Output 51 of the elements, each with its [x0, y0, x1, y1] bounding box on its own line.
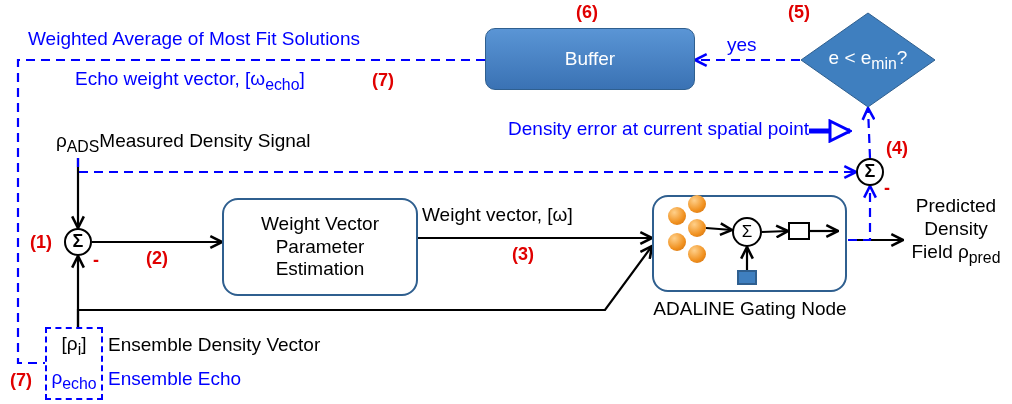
- neuron-circle: [668, 207, 686, 225]
- neuron-circle: [688, 195, 706, 213]
- arrow: [92, 234, 224, 250]
- arrow: [693, 52, 800, 68]
- step-number: (5): [788, 2, 810, 23]
- vector-caption: Ensemble Echo: [108, 368, 242, 390]
- annotation-text: Echo weight vector, [ω$_{echo}$]: [75, 68, 305, 94]
- process-box: [222, 198, 418, 296]
- node-label: [ρ$_{i}$]: [61, 332, 87, 360]
- step-number: (6): [576, 2, 598, 23]
- node-label: ρ$_{echo}$: [51, 367, 97, 395]
- arrow: [705, 222, 734, 237]
- arrow: [76, 158, 858, 180]
- neuron-circle: [688, 219, 706, 237]
- arrow: [761, 224, 790, 239]
- vector-box: [45, 327, 103, 400]
- summing-junction: [64, 228, 92, 256]
- sigma-symbol: Σ: [741, 221, 753, 243]
- step-number: (4): [886, 138, 908, 159]
- step-number: (7): [10, 370, 32, 391]
- arrow: [848, 184, 878, 242]
- input-signal-label: ρ$_{ADS}$Measured Density Signal: [56, 130, 386, 157]
- node-label: Weight Vector Parameter Estimation: [260, 212, 380, 282]
- summing-junction: [856, 158, 884, 186]
- minus-sign: -: [884, 178, 890, 199]
- arrow: [76, 244, 654, 327]
- block-arrow: [809, 119, 852, 143]
- output-label: Predicted Density Field ρ$_{pred}$: [903, 195, 1009, 268]
- node-label: e < e$_{min}$?: [828, 46, 908, 74]
- node-caption: ADALINE Gating Node: [652, 298, 848, 320]
- neuron-circle: [668, 233, 686, 251]
- edge-label: (2): [146, 248, 168, 269]
- bias-block: [737, 270, 757, 285]
- arrow: [810, 223, 840, 239]
- arrow: [861, 106, 876, 159]
- neuron-circle: [688, 245, 706, 263]
- arrow: [418, 230, 654, 246]
- annotation-text: Density error at current spatial point: [405, 118, 809, 141]
- step-number: (1): [30, 232, 52, 253]
- activation-block: [788, 222, 810, 240]
- step-number: (7): [372, 70, 394, 91]
- summing-junction: [732, 217, 762, 247]
- minus-sign: -: [93, 250, 99, 271]
- arrow: [739, 245, 755, 270]
- step-number: (3): [512, 244, 534, 265]
- vector-caption: Ensemble Density Vector: [108, 334, 321, 356]
- buffer-box: [485, 28, 695, 90]
- node-label: Buffer: [564, 47, 616, 71]
- sigma-symbol: Σ: [72, 231, 84, 253]
- connector-line: [16, 58, 485, 365]
- sigma-symbol: Σ: [864, 161, 876, 183]
